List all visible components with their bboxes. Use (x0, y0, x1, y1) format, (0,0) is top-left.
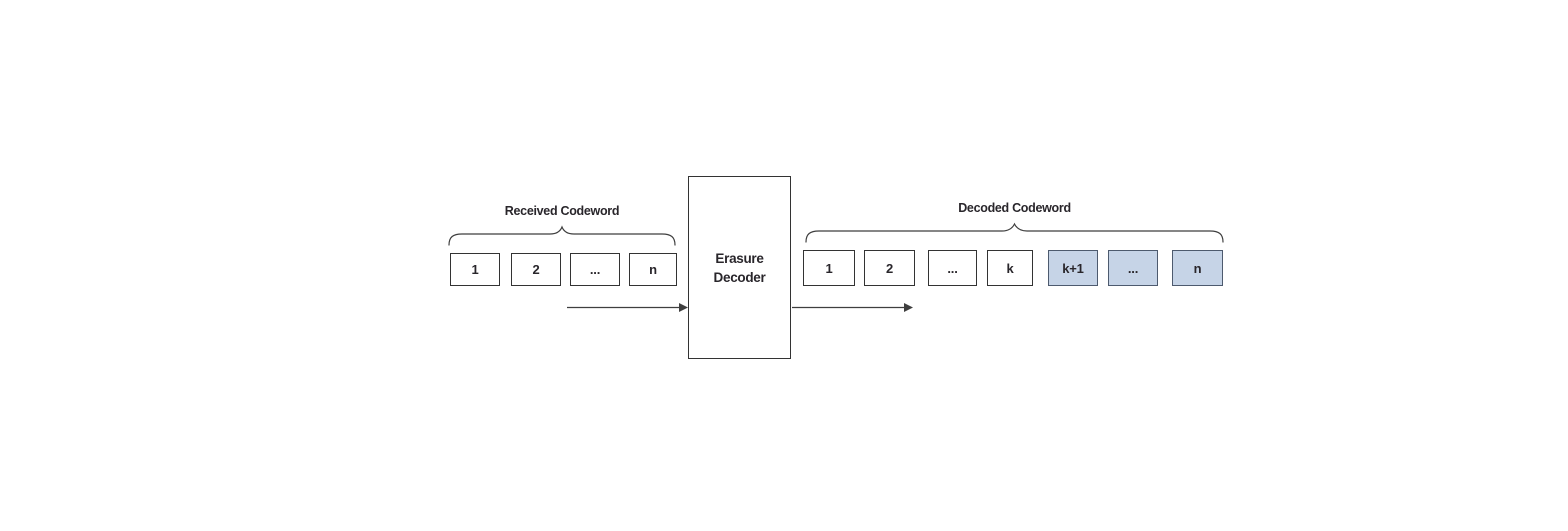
erasure-decoder-label-line1: Erasure (715, 250, 764, 266)
received-cell-ellipsis: ... (570, 253, 620, 286)
erasure-decoder-box: Erasure Decoder (688, 176, 791, 359)
received-codeword-label: Received Codeword (504, 204, 620, 218)
decoded-cell-1: 1 (803, 250, 855, 286)
decoded-codeword-label: Decoded Codeword (958, 201, 1071, 215)
erasure-decoder-label-line2: Decoder (713, 269, 766, 285)
received-cell-1: 1 (450, 253, 500, 286)
output-arrow (792, 303, 913, 312)
decoded-cell-k: k (987, 250, 1033, 286)
decoded-cell-k-plus-1: k+1 (1048, 250, 1098, 286)
decoded-cell-ellipsis-1: ... (928, 250, 977, 286)
input-arrow (567, 303, 688, 312)
decoded-cell-ellipsis-2: ... (1108, 250, 1158, 286)
decoded-cell-n: n (1172, 250, 1223, 286)
received-cell-n: n (629, 253, 677, 286)
received-codeword-brace (448, 225, 676, 246)
received-cell-2: 2 (511, 253, 561, 286)
decoded-cell-2: 2 (864, 250, 915, 286)
decoded-codeword-brace (805, 222, 1224, 243)
